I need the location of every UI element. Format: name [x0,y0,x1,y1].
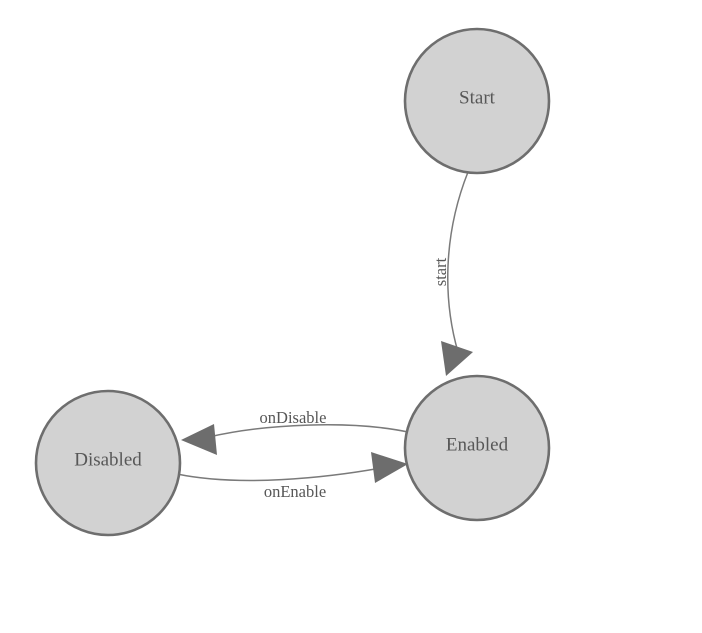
edge-disabled-to-enabled[interactable]: onEnable [176,452,408,501]
edge-line-ondisable [208,424,409,438]
edge-label-start: start [431,257,450,286]
edge-start-to-enabled[interactable]: start [431,171,473,376]
node-enabled[interactable]: Enabled [403,374,551,522]
edge-label-onenable: onEnable [264,482,326,501]
edge-enabled-to-disabled[interactable]: onDisable [181,408,409,455]
node-circle-disabled[interactable] [34,389,182,537]
edge-label-ondisable: onDisable [260,408,327,427]
node-start[interactable]: Start [403,27,551,175]
node-circle-enabled[interactable] [403,374,551,522]
edge-line-onenable [176,467,382,482]
node-circle-start[interactable] [403,27,551,175]
edge-line-start [447,171,469,353]
node-label-start: Start [459,87,496,108]
node-disabled[interactable]: Disabled [34,389,182,537]
node-label-enabled: Enabled [446,434,509,455]
arrowhead-onenable-right [371,452,408,483]
node-label-disabled: Disabled [74,449,142,470]
arrowhead-ondisable-left [181,424,217,455]
arrowhead-start-down [441,341,473,376]
